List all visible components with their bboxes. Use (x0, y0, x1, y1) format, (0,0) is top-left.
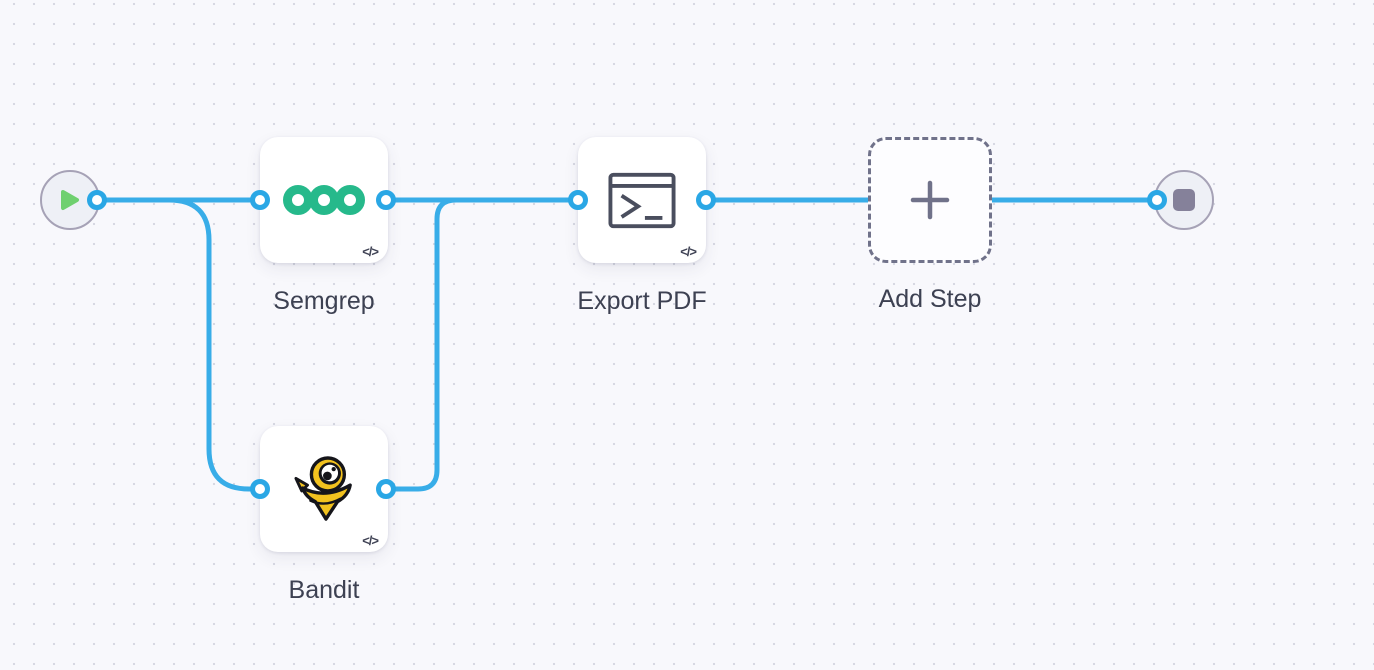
stop-icon (1173, 189, 1195, 211)
node-export-pdf[interactable]: </> (578, 137, 706, 263)
port-start-out[interactable] (87, 190, 107, 210)
node-label-export-pdf: Export PDF (577, 287, 707, 315)
terminal-icon (608, 172, 676, 228)
port-semgrep-in[interactable] (250, 190, 270, 210)
node-label-add-step: Add Step (878, 285, 982, 313)
port-bandit-in[interactable] (250, 479, 270, 499)
code-badge-icon: </> (362, 244, 379, 259)
bandit-logo-icon (294, 456, 352, 521)
port-bandit-out[interactable] (376, 479, 396, 499)
plus-icon (910, 180, 950, 220)
add-step-button[interactable] (868, 137, 992, 263)
semgrep-logo-icon (283, 185, 365, 215)
wire-bandit-to-export[interactable] (383, 197, 479, 492)
wire-start-to-bandit[interactable] (94, 197, 263, 492)
port-export-in[interactable] (568, 190, 588, 210)
port-export-out[interactable] (696, 190, 716, 210)
node-bandit[interactable]: </> (260, 426, 388, 552)
port-semgrep-out[interactable] (376, 190, 396, 210)
port-end-in[interactable] (1147, 190, 1167, 210)
node-label-semgrep: Semgrep (273, 287, 375, 315)
play-icon (61, 190, 79, 210)
code-badge-icon: </> (680, 244, 697, 259)
node-semgrep[interactable]: </> (260, 137, 388, 263)
node-label-bandit: Bandit (288, 576, 360, 604)
code-badge-icon: </> (362, 533, 379, 548)
